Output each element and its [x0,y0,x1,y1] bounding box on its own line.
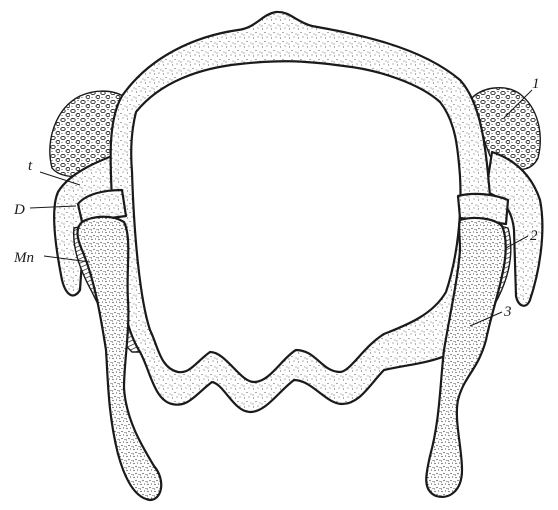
cranial-arch [111,12,491,412]
label-1: 1 [532,76,540,92]
label-mn: Mn [13,250,34,266]
label-t: t [28,158,33,174]
label-d: D [13,202,25,218]
label-3: 3 [503,304,512,320]
label-2: 2 [530,228,538,244]
